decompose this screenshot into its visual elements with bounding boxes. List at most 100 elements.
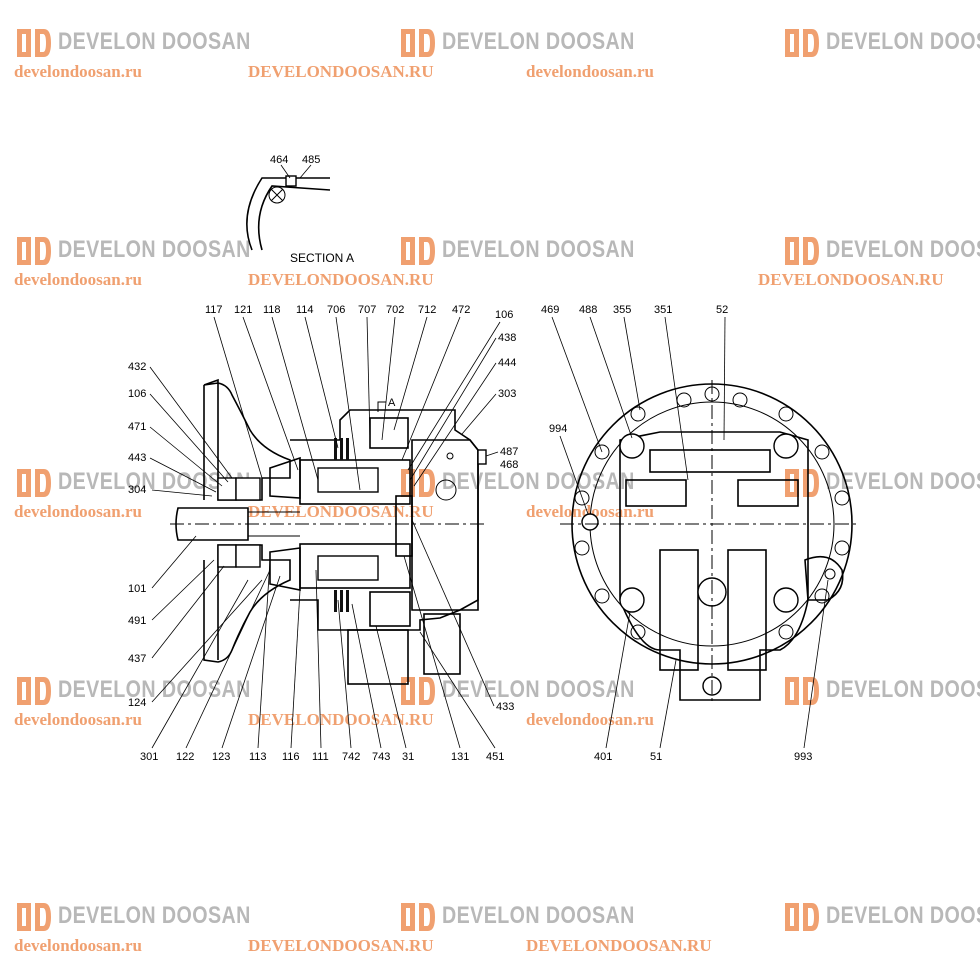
part-label: 491 [128,615,146,627]
relief-valve-top [369,417,409,449]
watermark-brand: DEVELON DOOSAN [442,236,635,263]
side-boss [804,555,844,601]
watermark-url: develondoosan.ru [14,710,142,729]
part-label: 113 [249,751,267,763]
watermark-brand: DEVELON DOOSAN [58,902,251,929]
watermark-url: DEVELONDOOSAN.RU [526,936,712,955]
valve-433 [423,613,461,675]
part-label: 124 [128,697,146,709]
rear-cover [411,439,479,611]
part-label: 451 [486,751,504,763]
watermark-brand: DEVELON DOOSAN [826,468,980,495]
leader-line [559,435,589,515]
leader-line [375,625,407,749]
watermark-url: DEVELONDOOSAN.RU [248,62,434,81]
part-label: 472 [452,304,470,316]
watermark-url: develondoosan.ru [526,502,654,521]
cross-section-view: A 117 121 118 114 706 707 702 712 472 10… [128,304,518,763]
cover-bolts [619,433,799,613]
leader-line [419,631,496,749]
piston-shoe-top [269,456,301,499]
watermark-brand: DEVELON DOOSAN [442,468,635,495]
watermark: DEVELON DOOSAN develondoosan.ru [14,674,250,744]
leader-line [299,164,312,179]
leader-line [149,393,229,483]
part-label: 121 [234,304,252,316]
watermark-url: develondoosan.ru [14,502,142,521]
leader-line [623,316,641,411]
watermark-url: develondoosan.ru [526,62,654,81]
section-a-title: SECTION A [290,251,354,265]
watermark-url: DEVELONDOOSAN.RU [248,936,434,955]
port-small [446,452,454,460]
part-label: 111 [312,751,329,763]
part-label: 114 [296,304,314,316]
part-label: 994 [549,423,567,435]
leader-line [659,659,677,749]
leader-line [257,559,271,749]
part-label: 471 [128,421,146,433]
watermark-url: develondoosan.ru [14,270,142,289]
develon-logo-icon [401,903,435,931]
watermark-brand: DEVELON DOOSAN [442,28,635,55]
part-label: 444 [498,357,516,369]
part-label: 117 [205,304,223,316]
leader-line [407,321,501,471]
port-circle [435,479,457,501]
part-label: 355 [613,304,631,316]
watermark-url: DEVELONDOOSAN.RU [758,270,944,289]
brake-disc-stack-top [334,438,349,460]
leader-line [151,565,225,659]
leader-line [485,451,499,457]
part-label: 743 [372,751,390,763]
watermark: DEVELON DOOSAN develondoosan.ru [526,674,980,744]
develon-logo-icon [401,29,435,57]
part-label: 122 [176,751,194,763]
develon-logo-icon [17,677,51,705]
part-label: 301 [140,751,158,763]
part-label: 303 [498,388,516,400]
leader-line [151,489,213,497]
watermark: DEVELON DOOSAN develondoosan.ru [14,900,250,970]
leader-line [393,316,428,431]
leader-line [664,316,689,481]
section-marker-label: A [388,397,396,409]
part-label: 712 [418,304,436,316]
watermark-url: DEVELONDOOSAN.RU [248,270,434,289]
watermark: DEVELON DOOSAN DEVELONDOOSAN.RU [248,26,634,96]
plug-487 [477,449,487,465]
watermark: DEVELON DOOSAN DEVELONDOOSAN.RU [248,674,634,744]
leader-line [413,362,497,487]
section-marker [377,401,386,412]
housing-flange-bottom [203,544,291,663]
leader-line [304,316,339,449]
watermark: DEVELON DOOSAN develondoosan.ru [526,466,980,536]
piston-bottom [317,555,379,581]
leader-line [366,316,371,441]
shaft-body [248,511,300,537]
housing-flange-top [203,378,291,501]
part-label: 468 [500,459,518,471]
part-label: 116 [282,751,300,763]
leader-line [185,569,271,749]
valve-bore-left [625,479,687,507]
part-label: 101 [128,583,146,595]
output-shaft [175,507,249,541]
part-label: 464 [270,154,288,166]
watermark-brand: DEVELON DOOSAN [826,902,980,929]
leader-line [315,569,322,749]
part-label: 469 [541,304,559,316]
relief-valve-left [659,549,699,671]
watermark: DEVELON DOOSAN DEVELONDOOSAN.RU [248,900,634,970]
leader-line [403,555,461,749]
develon-logo-icon [785,29,819,57]
leader-line [409,337,497,481]
part-label: 31 [402,751,414,763]
watermark-brand: DEVELON DOOSAN [58,236,251,263]
brake-disc-stack-bottom [334,590,349,612]
leader-line [151,579,263,703]
piston-top [317,467,379,493]
end-cover [619,431,809,701]
develon-logo-icon [17,29,51,57]
watermark: DEVELON DOOSAN DEVELONDOOSAN.RU [248,234,634,304]
